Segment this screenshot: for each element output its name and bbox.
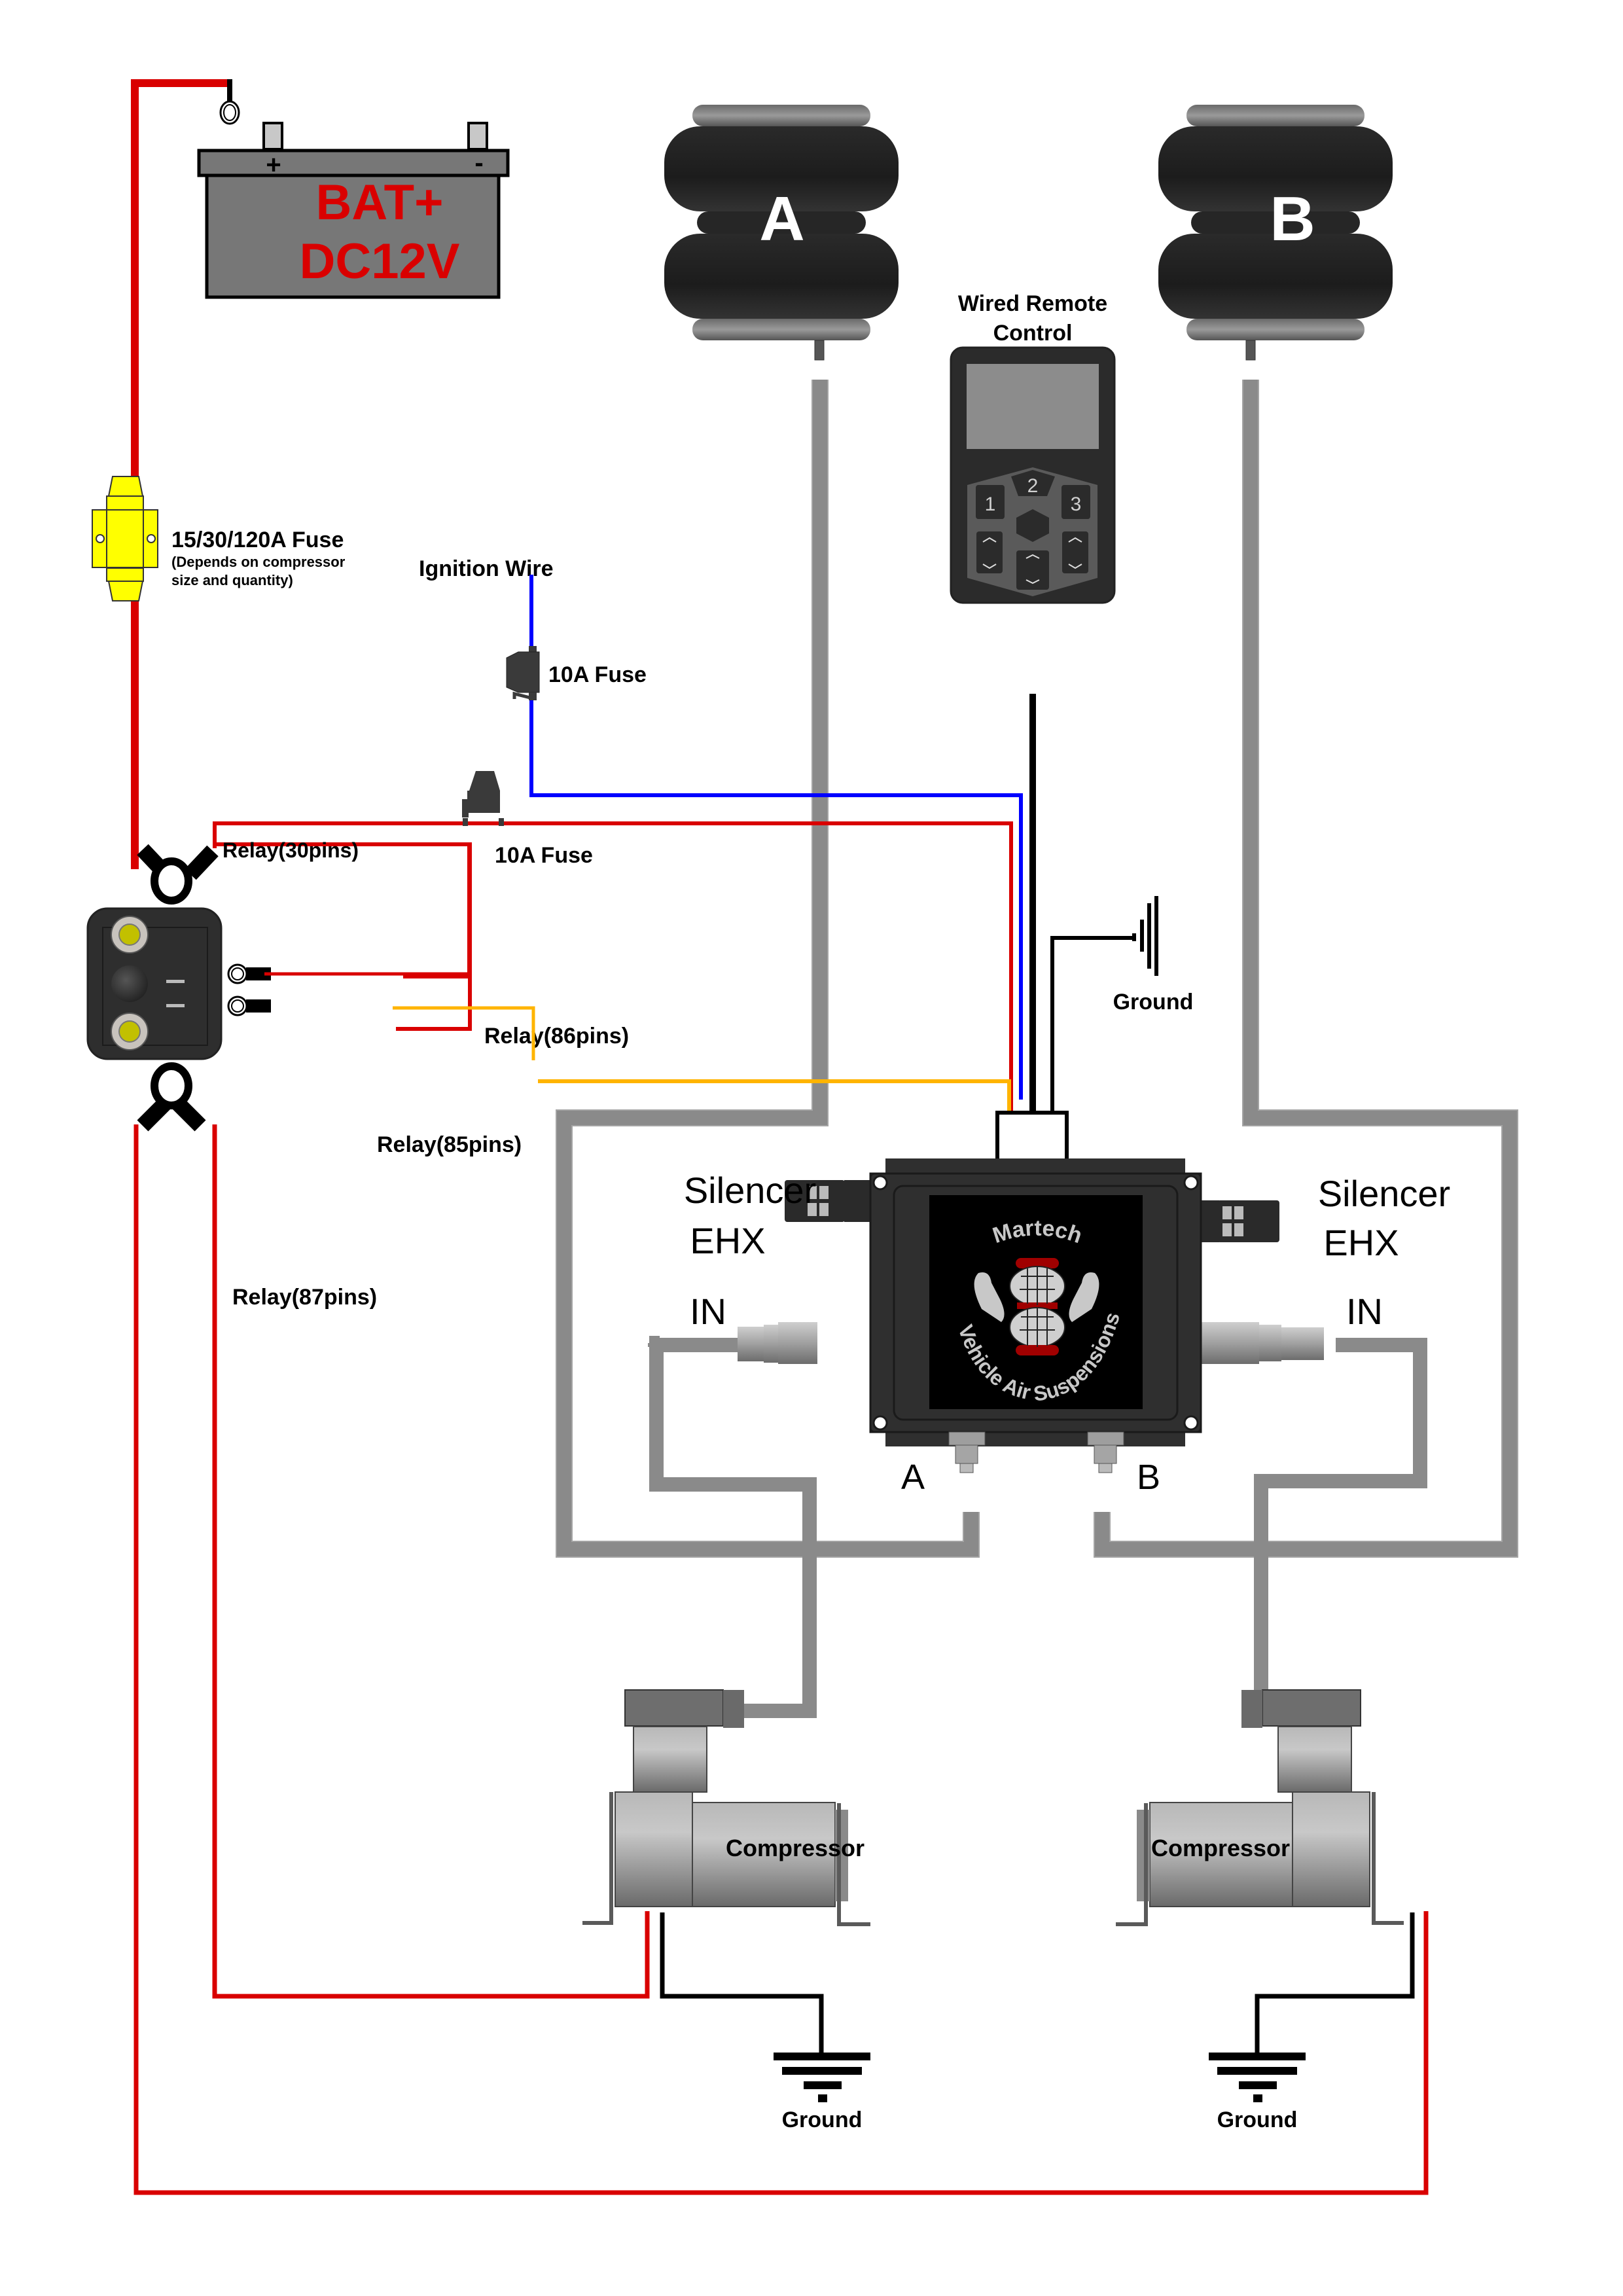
relay-pin86-terminal (227, 963, 271, 984)
air-spring-a-label: A (759, 184, 804, 254)
port-a-label: A (901, 1458, 925, 1497)
main-fuse-note-line1: (Depends on compressor (171, 554, 346, 570)
svg-text:2: 2 (1027, 475, 1039, 497)
in-fitting-left (738, 1322, 817, 1364)
compressor-ground-left-label: Ground (782, 2108, 863, 2132)
air-line-spring-b (1095, 380, 1517, 1556)
controller-harness (538, 694, 1134, 1174)
port-b-label: B (1137, 1458, 1160, 1497)
controller-ground: Ground (1113, 896, 1194, 1014)
ignition-fuse-label: 10A Fuse (548, 662, 647, 687)
relay-center-knob (111, 965, 148, 1002)
remote-center-updown[interactable] (1016, 550, 1049, 590)
air-line-spring-a (557, 380, 978, 1556)
controller-ground-label: Ground (1113, 990, 1194, 1014)
relay-pin30-terminal (137, 844, 219, 905)
battery-plus-symbol: + (266, 151, 281, 179)
port-b-fitting (1087, 1431, 1124, 1473)
relay: Relay(30pins) Relay(86pins) Relay( (86, 838, 629, 1310)
silencer-left-label: Silencer (684, 1170, 816, 1211)
ignition-circuit: Ignition Wire 10A Fuse (419, 556, 1023, 1100)
controller: Martech Vehicle Air Suspensions A B (684, 1158, 1450, 1497)
remote-button-3[interactable]: 3 (1061, 485, 1090, 519)
battery-label-line2: DC12V (300, 234, 460, 289)
main-power-wire (131, 79, 240, 869)
main-fuse: 15/30/120A Fuse (Depends on compressor s… (92, 476, 346, 601)
in-left-label: IN (690, 1291, 726, 1332)
ignition-fuse (506, 646, 540, 700)
relay-pin85-label: Relay(85pins) (377, 1132, 522, 1157)
remote-button-2[interactable]: 2 (1011, 470, 1055, 497)
relay-pin86-label: Relay(86pins) (484, 1024, 629, 1049)
remote-right-updown[interactable] (1062, 531, 1088, 573)
remote-title-line2: Control (993, 321, 1073, 346)
silencer-left (785, 1180, 874, 1222)
air-spring-b: B (1158, 105, 1393, 361)
remote-left-updown[interactable] (976, 531, 1003, 573)
wired-remote: Wired Remote Control 1 2 3 (950, 291, 1116, 604)
compressor-left: Compressor (582, 1689, 870, 1926)
compressor-ground-right-label: Ground (1217, 2108, 1298, 2132)
battery-minus-symbol: - (474, 149, 483, 177)
relay-bolt-top (111, 916, 149, 954)
main-fuse-label: 15/30/120A Fuse (171, 528, 344, 552)
compressor-ground-left: Ground (774, 2053, 870, 2132)
battery: + - BAT+ DC12V (197, 122, 510, 299)
relay-bolt-bottom (111, 1013, 149, 1050)
main-fuse-note-line2: size and quantity) (171, 572, 293, 588)
relay-pin87-label: Relay(87pins) (232, 1285, 377, 1310)
silencer-left-type: EHX (690, 1220, 765, 1261)
svg-text:1: 1 (985, 493, 996, 515)
in-right-label: IN (1346, 1291, 1383, 1332)
battery-label-line1: BAT+ (316, 175, 444, 230)
silencer-right-type: EHX (1323, 1222, 1399, 1263)
power-fuse-label: 10A Fuse (495, 843, 593, 868)
relay-pin85-terminal (227, 996, 271, 1016)
relay-pin30-label: Relay(30pins) (223, 838, 359, 862)
compressor-wiring (134, 1124, 1429, 2195)
compressor-right-label: Compressor (1151, 1835, 1290, 1861)
power-fuse (462, 771, 504, 826)
remote-screen (967, 364, 1099, 449)
silencer-right-label: Silencer (1318, 1173, 1450, 1214)
relay-signal-wires (393, 844, 535, 1060)
relay-pin87-terminal (137, 1062, 206, 1132)
remote-title-line1: Wired Remote (958, 291, 1107, 316)
compressor-ground-right: Ground (1209, 2053, 1306, 2132)
silencer-right (1196, 1200, 1279, 1242)
air-line-in-left-route (649, 1345, 817, 1718)
air-line-in-right (1254, 1338, 1427, 1717)
air-lines (556, 380, 1518, 1718)
port-a-fitting (948, 1431, 986, 1473)
air-spring-b-label: B (1270, 184, 1315, 254)
remote-center-button[interactable] (1016, 509, 1049, 542)
in-fitting-right (1196, 1322, 1324, 1364)
svg-text:3: 3 (1071, 493, 1082, 515)
remote-button-1[interactable]: 1 (976, 485, 1005, 519)
compressor-left-label: Compressor (726, 1835, 865, 1861)
controller-power-circuit: 10A Fuse (213, 771, 1013, 1113)
air-spring-a: A (664, 105, 899, 361)
compressor-right: Compressor (1116, 1689, 1404, 1926)
